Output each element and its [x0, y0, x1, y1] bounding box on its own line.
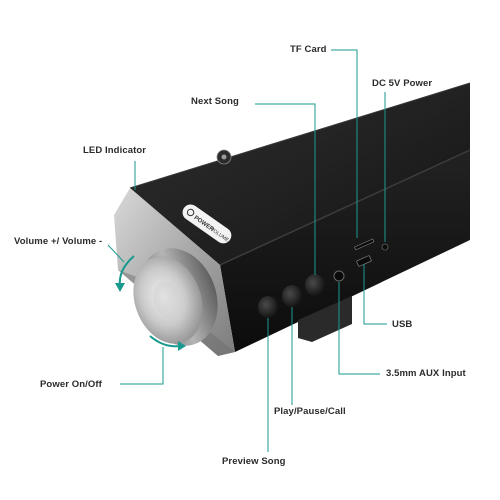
led-indicator-center [221, 154, 227, 160]
callout-usb: USB [392, 319, 413, 330]
aux-jack[interactable] [333, 270, 345, 282]
next-song-button[interactable] [305, 274, 325, 296]
callout-power: Power On/Off [40, 379, 102, 390]
volume-leader [107, 244, 125, 263]
callout-led-indicator: LED Indicator [83, 145, 147, 156]
aux-leader [338, 282, 380, 375]
callout-preview: Preview Song [222, 456, 286, 467]
callout-next-song: Next Song [191, 96, 239, 107]
leader-lines [107, 49, 387, 452]
callout-volume: Volume +/ Volume - [14, 236, 103, 247]
rotate-arrow-lower-icon [149, 335, 181, 348]
callout-tf-card: TF Card [290, 44, 327, 55]
callout-aux: 3.5mm AUX Input [386, 368, 466, 379]
rotate-arrow-lower-head-icon [178, 341, 186, 351]
volume-knob-center [153, 281, 183, 319]
rotate-arrow-head-icon [115, 283, 125, 292]
tf-card-slot[interactable] [354, 238, 375, 251]
soundbar-front-face [220, 150, 470, 352]
power-leader [120, 347, 164, 385]
tf-card-leader [331, 49, 358, 238]
usb-port[interactable] [356, 255, 372, 267]
callout-play-pause: Play/Pause/Call [274, 406, 346, 417]
next-song-leader [255, 103, 316, 275]
preview-song-button[interactable] [258, 296, 278, 318]
soundbar-edge-highlight [219, 149, 471, 266]
dc-power-port[interactable] [381, 243, 389, 251]
usb-leader [363, 264, 387, 325]
soundbar-rear-edge [129, 82, 471, 189]
play-pause-button[interactable] [282, 285, 302, 307]
callout-dc-power: DC 5V Power [372, 78, 433, 89]
